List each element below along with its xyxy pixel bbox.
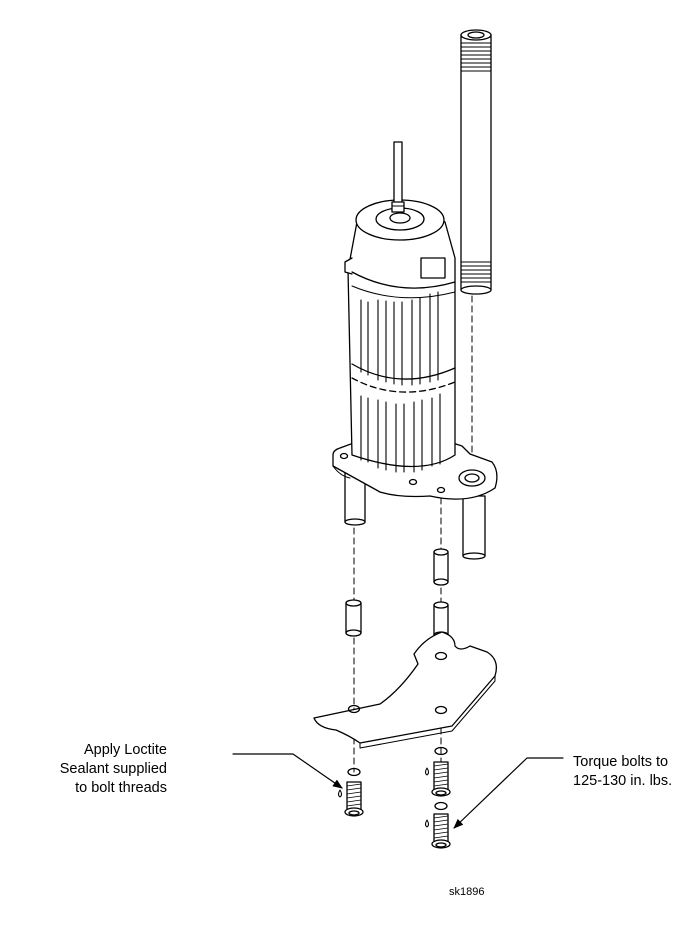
pipe-top-threads [460, 42, 492, 72]
pump-housing [344, 199, 456, 473]
torque-callout: Torque bolts to 125-130 in. lbs. [573, 754, 673, 789]
torque-leader-arrow [453, 757, 564, 829]
bolt-left [344, 781, 364, 817]
spacer-left [345, 599, 362, 637]
mounting-plate [313, 631, 498, 749]
bolt-right-upper [431, 761, 451, 797]
loctite-drop-icon [338, 767, 429, 828]
loctite-callout: Apply Loctite Sealant supplied to bolt t… [59, 742, 167, 796]
cooling-fins-lower [360, 393, 441, 473]
washer-left [347, 767, 361, 777]
cord-strain-relief [420, 257, 446, 279]
pipe-bottom-threads [460, 261, 492, 283]
pump-leg-left [344, 471, 366, 526]
discharge-pipe [460, 29, 492, 295]
housing-seam [351, 377, 456, 393]
washer-right-upper [434, 746, 448, 756]
bolt-right-lower [431, 813, 451, 849]
pump-leg-right [462, 495, 486, 560]
washer-right-lower [434, 801, 448, 811]
cooling-fins-upper [360, 291, 439, 386]
drawing-number: sk1896 [449, 886, 485, 898]
float-switch-rod [391, 141, 405, 213]
discharge-port [458, 469, 486, 487]
spacer-right-upper [433, 548, 449, 586]
loctite-leader-arrow [232, 753, 343, 789]
